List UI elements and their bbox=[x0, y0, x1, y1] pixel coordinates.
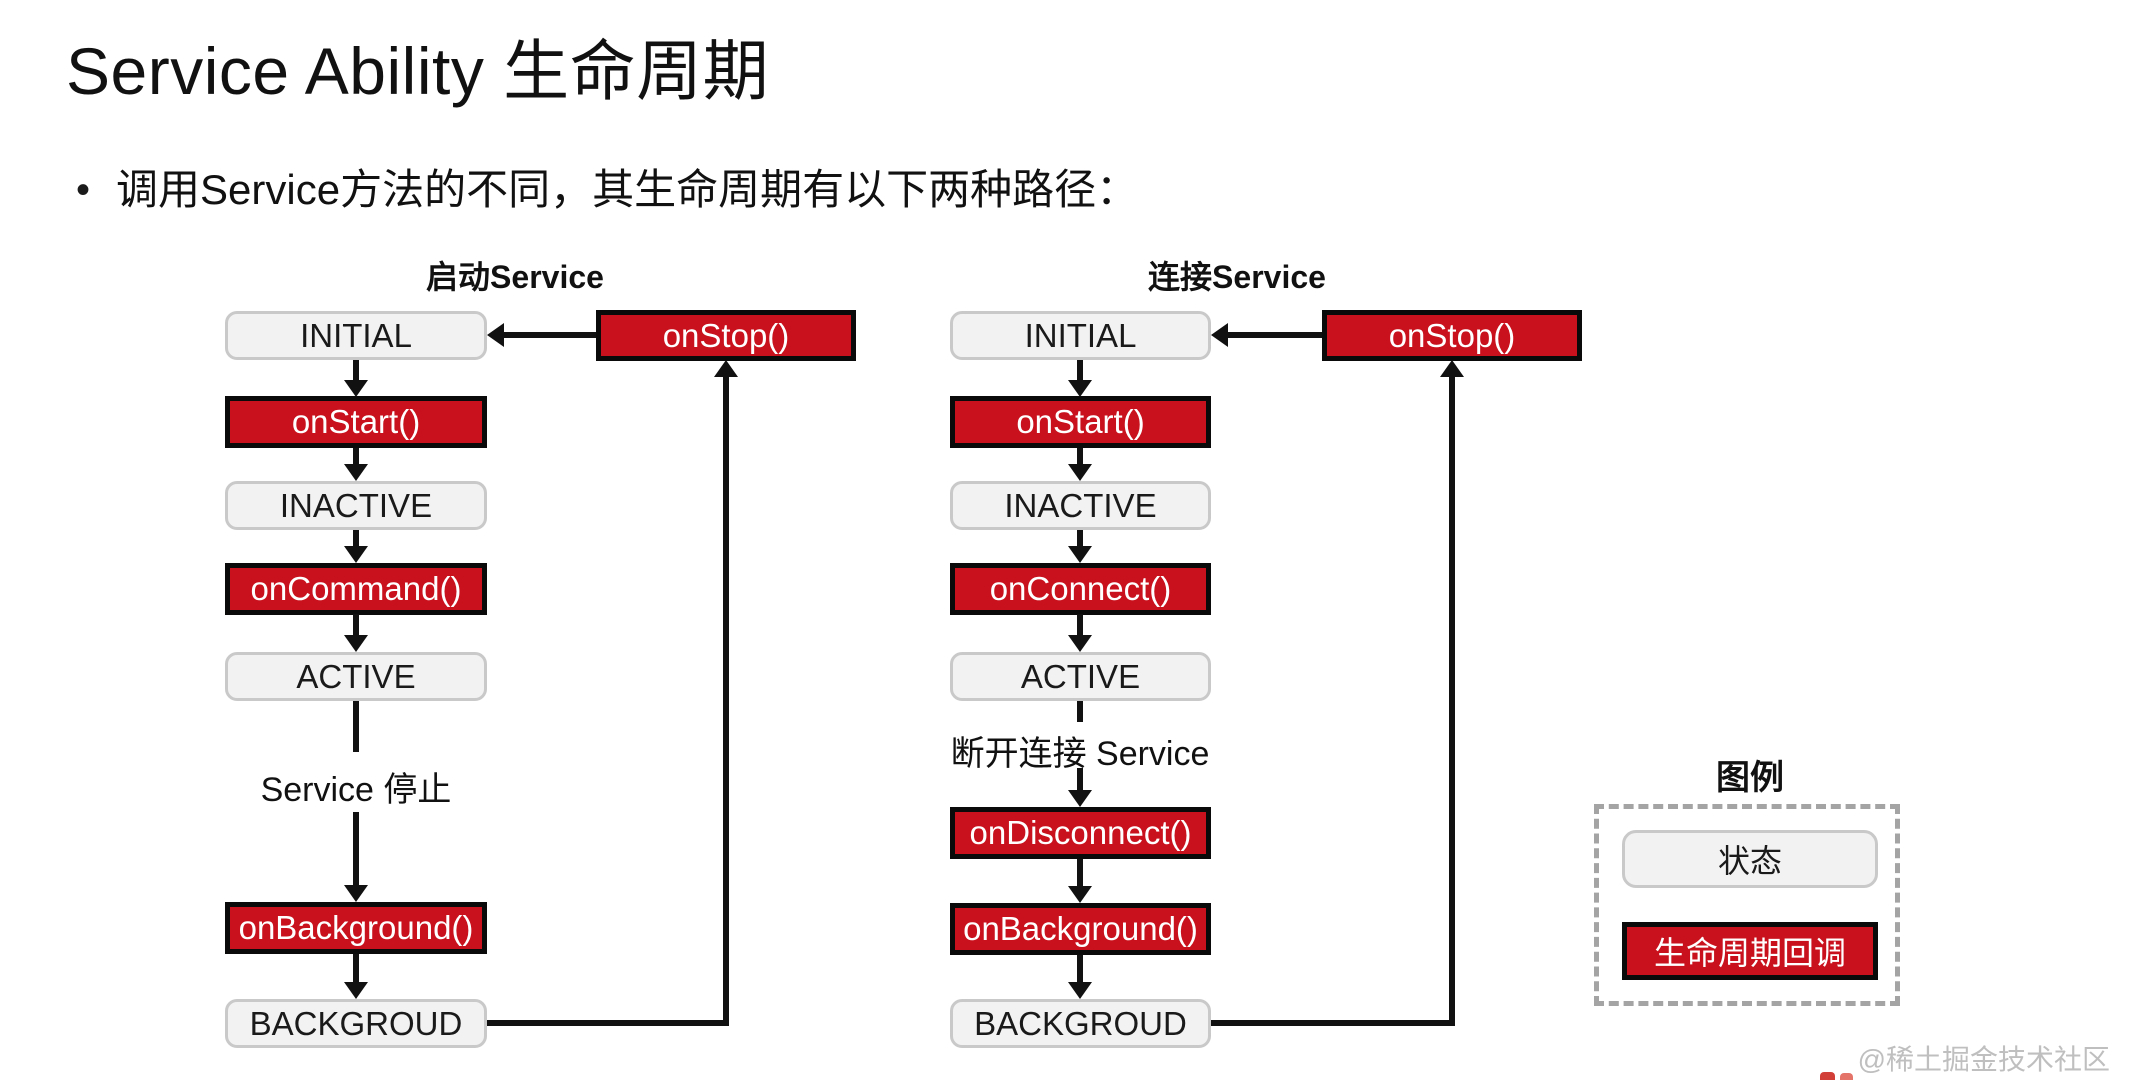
arrow-line bbox=[353, 614, 359, 636]
arrow-line bbox=[353, 701, 359, 752]
arrow-up-icon bbox=[1440, 360, 1464, 377]
juejin-logo-partial-icon bbox=[1840, 1073, 1853, 1080]
arrow-left-icon bbox=[487, 323, 504, 347]
arrow-down-icon bbox=[344, 464, 368, 481]
arrow-line bbox=[1077, 859, 1083, 887]
arrow-line bbox=[1077, 448, 1083, 465]
arrow-line bbox=[353, 812, 359, 886]
arrow-line bbox=[353, 360, 359, 381]
arrow-down-icon bbox=[1068, 886, 1092, 903]
page-title: Service Ability 生命周期 bbox=[66, 34, 770, 108]
connect-flow-callback-ondisconnect: onDisconnect() bbox=[950, 807, 1211, 859]
arrow-line bbox=[1077, 955, 1083, 983]
start-flow-callback-onstart: onStart() bbox=[225, 396, 487, 448]
arrow-down-icon bbox=[1068, 790, 1092, 807]
connect-flow-state-active: ACTIVE bbox=[950, 652, 1211, 701]
watermark: @稀土掘金技术社区 bbox=[1857, 1044, 2110, 1075]
arrow-down-icon bbox=[344, 885, 368, 902]
start-flow-state-initial: INITIAL bbox=[225, 311, 487, 360]
arrow-down-icon bbox=[344, 635, 368, 652]
arrow-line bbox=[1226, 332, 1322, 338]
arrow-line bbox=[1077, 768, 1083, 791]
start-flow-callback-onbackground: onBackground() bbox=[225, 902, 487, 954]
arrow-down-icon bbox=[1068, 635, 1092, 652]
bullet-marker: • bbox=[76, 168, 91, 212]
connect-flow-callback-onbackground: onBackground() bbox=[950, 903, 1211, 955]
arrow-down-icon bbox=[1068, 546, 1092, 563]
start-flow-state-active: ACTIVE bbox=[225, 652, 487, 701]
arrow-line bbox=[1077, 614, 1083, 636]
connect-flow-callback-onstop: onStop() bbox=[1322, 310, 1582, 361]
connect-flow-transition-label: 断开连接 Service bbox=[950, 735, 1210, 773]
connect-flow-callback-onstart: onStart() bbox=[950, 396, 1211, 448]
start-flow-callback-onstop: onStop() bbox=[596, 310, 856, 361]
arrow-up-icon bbox=[714, 360, 738, 377]
arrow-line bbox=[353, 530, 359, 547]
legend-title: 图例 bbox=[1716, 759, 1784, 797]
start-flow-state-background: BACKGROUD bbox=[225, 999, 487, 1048]
start-flow-callback-oncommand: onCommand() bbox=[225, 563, 487, 615]
bullet-item: • 调用Service方法的不同，其生命周期有以下两种路径： bbox=[76, 162, 1138, 218]
arrow-line bbox=[353, 448, 359, 465]
arrow-down-icon bbox=[1068, 380, 1092, 397]
connect-flow-state-inactive: INACTIVE bbox=[950, 481, 1211, 530]
connect-flow-state-background: BACKGROUD bbox=[950, 999, 1211, 1048]
legend-callback-sample: 生命周期回调 bbox=[1622, 922, 1878, 980]
connect-flow-callback-onconnect: onConnect() bbox=[950, 563, 1211, 615]
start-flow-state-inactive: INACTIVE bbox=[225, 481, 487, 530]
bullet-text: 调用Service方法的不同，其生命周期有以下两种路径： bbox=[116, 166, 1139, 213]
arrow-line bbox=[353, 954, 359, 983]
connect-flow-state-initial: INITIAL bbox=[950, 311, 1211, 360]
arrow-line bbox=[1077, 530, 1083, 547]
arrow-line bbox=[1077, 701, 1083, 722]
arrow-line bbox=[1077, 360, 1083, 381]
arrow-down-icon bbox=[344, 380, 368, 397]
arrow-down-icon bbox=[344, 982, 368, 999]
arrow-line bbox=[1211, 1020, 1455, 1026]
arrow-left-icon bbox=[1211, 323, 1228, 347]
arrow-down-icon bbox=[1068, 464, 1092, 481]
juejin-logo-partial-icon bbox=[1820, 1072, 1835, 1080]
start-flow-title: 启动Service bbox=[426, 259, 604, 295]
arrow-line bbox=[723, 375, 729, 1026]
arrow-down-icon bbox=[1068, 982, 1092, 999]
start-flow-transition-label: Service 停止 bbox=[260, 771, 452, 809]
legend-state-sample: 状态 bbox=[1622, 830, 1878, 888]
connect-flow-title: 连接Service bbox=[1148, 259, 1326, 295]
arrow-line bbox=[487, 1020, 729, 1026]
arrow-line bbox=[502, 332, 596, 338]
arrow-down-icon bbox=[344, 546, 368, 563]
legend-frame bbox=[1594, 804, 1900, 1006]
arrow-line bbox=[1449, 375, 1455, 1026]
